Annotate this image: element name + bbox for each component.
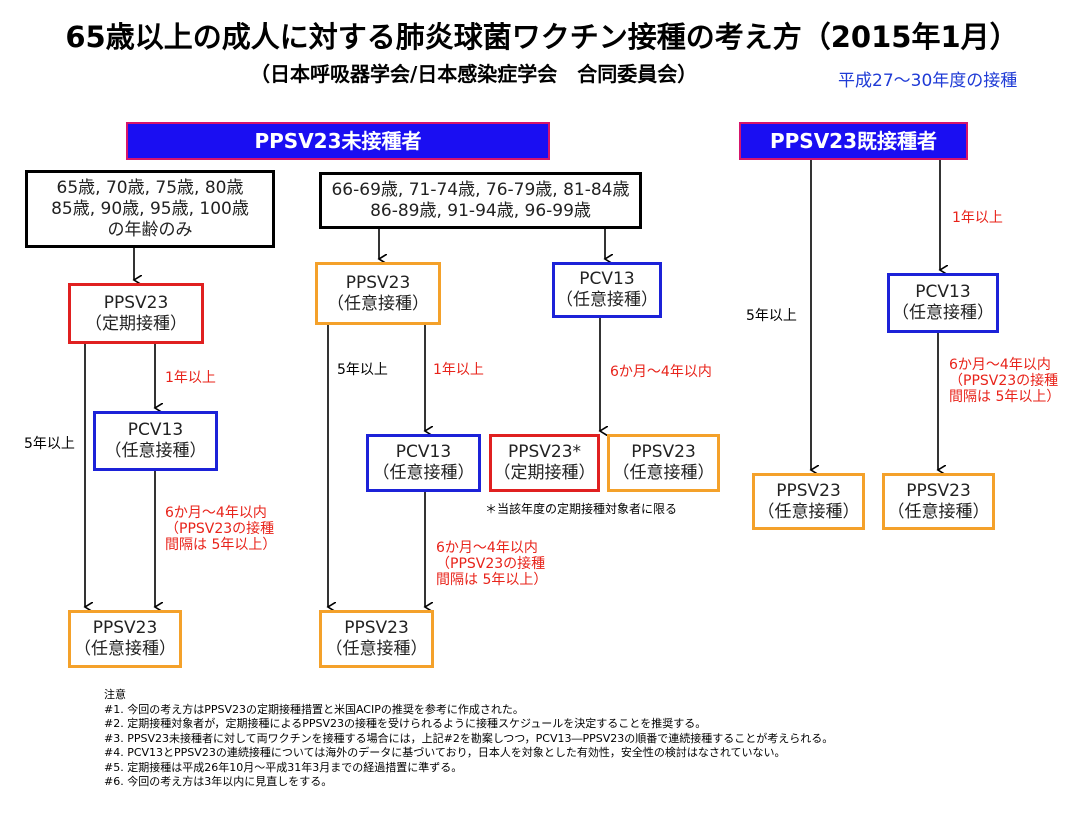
node-ppsv23-middle-optional: PPSV23 （任意接種） <box>607 434 720 492</box>
period-label: 平成27〜30年度の接種 <box>838 71 1018 91</box>
node-ppsv23-routine: PPSV23 （定期接種） <box>68 283 204 344</box>
notes-section: 注意 #1. 今回の考え方はPPSV23の定期接種措置と米国ACIPの推奨を参考… <box>104 688 833 790</box>
node-type: （定期接種） <box>85 313 187 334</box>
node-name: PPSV23* <box>507 442 582 462</box>
label-interval-left: 6か月〜4年以内 （PPSV23の接種 間隔は 5年以上） <box>165 505 276 553</box>
node-type: （任意接種） <box>325 639 428 659</box>
note-item: #4. PCV13とPPSV23の連続接種については海外のデータに基づいており，… <box>104 746 786 759</box>
page-subtitle: （日本呼吸器学会/日本感染症学会 合同委員会） <box>250 62 698 86</box>
label-one-year-left: 1年以上 <box>165 370 216 386</box>
note-item: #2. 定期接種対象者が，定期接種によるPPSV23の接種を受けられるように接種… <box>104 717 707 730</box>
label-five-years-middle: 5年以上 <box>337 362 388 378</box>
interval-line-3: 間隔は 5年以上） <box>949 389 1061 405</box>
interval-line-1: 6か月〜4年以内 <box>165 505 267 521</box>
node-pcv13-middle: PCV13 （任意接種） <box>366 434 481 492</box>
footnote-routine-target: ＊当該年度の定期接種対象者に限る <box>485 502 678 516</box>
node-type: （任意接種） <box>887 501 990 522</box>
node-name: PCV13 <box>915 282 971 302</box>
node-type: （定期接種） <box>493 463 596 483</box>
node-ppsv23-middle-bottom: PPSV23 （任意接種） <box>319 610 434 668</box>
node-type: （任意接種） <box>612 463 715 483</box>
node-ppsv23-left-bottom: PPSV23 （任意接種） <box>68 610 182 668</box>
label-interval-right: 6か月〜4年以内 （PPSV23の接種 間隔は 5年以上） <box>949 357 1060 405</box>
node-pcv13-right: PCV13 （任意接種） <box>887 273 999 333</box>
node-type: （任意接種） <box>892 303 994 323</box>
interval-line-2: （PPSV23の接種 <box>165 521 275 537</box>
node-pcv13-left: PCV13 （任意接種） <box>93 411 218 471</box>
note-item: #6. 今回の考え方は3年以内に見直しをする。 <box>104 775 333 788</box>
node-ppsv23-star-routine: PPSV23* （定期接種） <box>489 434 600 492</box>
age-line-3: の年齢のみ <box>107 219 193 240</box>
node-name: PCV13 <box>395 442 452 462</box>
node-name: PPSV23 <box>103 292 169 313</box>
node-name: PCV13 <box>127 420 184 440</box>
node-name: PPSV23 <box>344 618 409 638</box>
node-type: （任意接種） <box>372 463 475 483</box>
label-five-years-left: 5年以上 <box>24 436 75 452</box>
node-type: （任意接種） <box>104 441 207 461</box>
node-name: PPSV23 <box>906 480 971 501</box>
node-name: PPSV23 <box>92 618 158 638</box>
interval-line-1: 6か月〜4年以内 <box>436 540 538 556</box>
interval-line-3: 間隔は 5年以上） <box>436 572 548 588</box>
node-name: PPSV23 <box>345 272 411 293</box>
interval-line-3: 間隔は 5年以上） <box>165 537 277 553</box>
node-ppsv23-right-left: PPSV23 （任意接種） <box>752 473 865 530</box>
label-one-year-middle: 1年以上 <box>433 362 484 378</box>
note-item: #3. PPSV23未接種者に対して両ワクチンを接種する場合には，上記#2を勘案… <box>104 731 834 745</box>
header-unvaccinated: PPSV23未接種者 <box>126 122 550 160</box>
label-five-years-right: 5年以上 <box>746 308 797 324</box>
interval-line-1: 6か月〜4年以内 <box>949 357 1051 373</box>
age-line-2: 85歳, 90歳, 95歳, 100歳 <box>51 198 249 219</box>
header-vaccinated: PPSV23既接種者 <box>739 122 968 160</box>
node-pcv13-middle-top: PCV13 （任意接種） <box>552 262 662 318</box>
node-name: PPSV23 <box>776 480 841 501</box>
node-type: （任意接種） <box>327 293 429 314</box>
age-line-1: 66-69歳, 71-74歳, 76-79歳, 81-84歳 <box>331 179 630 200</box>
note-item: #1. 今回の考え方はPPSV23の定期接種措置と米国ACIPの推奨を参考に作成… <box>104 702 524 716</box>
node-ppsv23-middle-top: PPSV23 （任意接種） <box>315 262 441 325</box>
node-name: PCV13 <box>579 269 635 289</box>
age-box-other: 66-69歳, 71-74歳, 76-79歳, 81-84歳 86-89歳, 9… <box>319 172 642 229</box>
interval-line-2: （PPSV23の接種 <box>949 373 1059 389</box>
node-type: （任意接種） <box>74 639 176 659</box>
page-title: 65歳以上の成人に対する肺炎球菌ワクチン接種の考え方（2015年1月） <box>65 20 1019 54</box>
label-one-year-right: 1年以上 <box>952 210 1003 226</box>
interval-line-2: （PPSV23の接種 <box>436 556 546 572</box>
notes-heading: 注意 <box>104 688 126 701</box>
node-type: （任意接種） <box>556 290 658 310</box>
age-box-milestone: 65歳, 70歳, 75歳, 80歳 85歳, 90歳, 95歳, 100歳 の… <box>25 170 275 248</box>
node-ppsv23-right-right: PPSV23 （任意接種） <box>882 473 995 530</box>
node-name: PPSV23 <box>631 442 696 462</box>
node-type: （任意接種） <box>757 501 860 522</box>
age-line-1: 65歳, 70歳, 75歳, 80歳 <box>56 177 244 198</box>
age-line-2: 86-89歳, 91-94歳, 96-99歳 <box>370 200 591 221</box>
note-item: #5. 定期接種は平成26年10月〜平成31年3月までの経過措置に準ずる。 <box>104 760 463 774</box>
label-six-months-middle: 6か月〜4年以内 <box>610 364 712 380</box>
label-interval-middle: 6か月〜4年以内 （PPSV23の接種 間隔は 5年以上） <box>436 540 547 588</box>
